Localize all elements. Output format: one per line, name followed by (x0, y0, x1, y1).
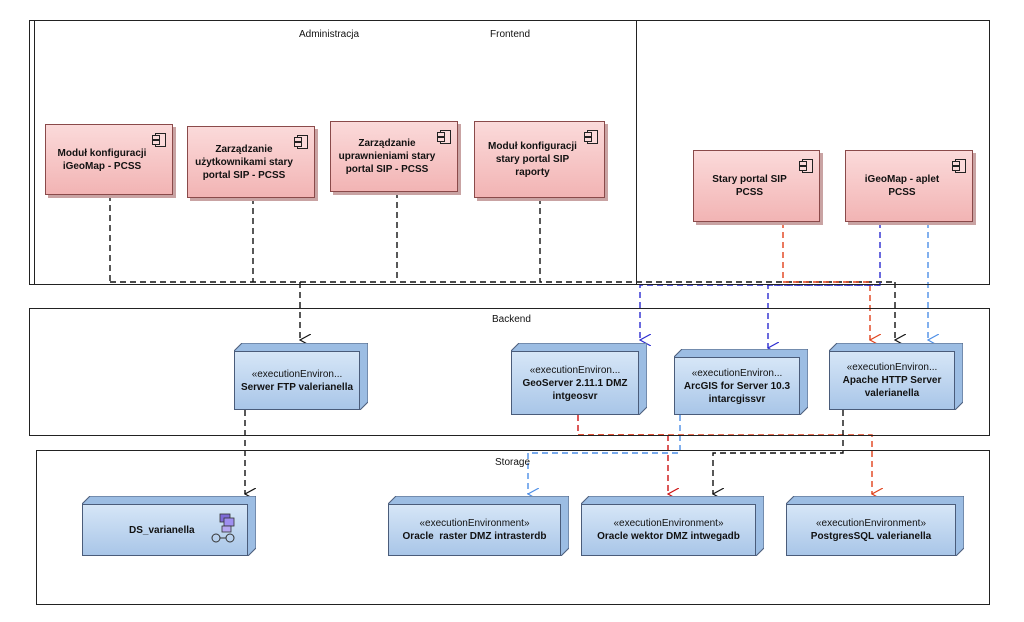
node-serwer-ftp[interactable]: «executionEnviron...Serwer FTP valeriane… (234, 343, 368, 410)
component-modul-konfiguracji-igeomap[interactable]: Moduł konfiguracji iGeoMap - PCSS (45, 124, 173, 195)
component-icon (799, 159, 813, 173)
node-stereotype: «executionEnvironment» (419, 518, 530, 529)
connector-apache-wektor (713, 410, 844, 494)
component-label: Zarządzanie uprawnieniami stary portal S… (338, 138, 436, 175)
node-stereotype: «executionEnvironment» (613, 518, 724, 529)
node-name: ArcGIS for Server 10.3 intarcgissvr (683, 380, 791, 405)
node-stereotype: «executionEnvironment» (815, 518, 927, 529)
component-igeomap-aplet[interactable]: iGeoMap - aplet PCSS (845, 150, 973, 222)
datastore-ds-varianella[interactable]: DS_varianella (82, 496, 256, 556)
component-stary-portal-sip[interactable]: Stary portal SIP PCSS (693, 150, 820, 222)
component-label: Stary portal SIP PCSS (712, 174, 787, 198)
connector-aplet-arcgis (768, 284, 880, 348)
node-name: Apache HTTP Server valerianella (842, 375, 942, 399)
component-icon (952, 159, 966, 173)
node-name: GeoServer 2.11.1 DMZ intgeosvr (522, 377, 628, 402)
component-label: iGeoMap - aplet PCSS (864, 174, 940, 198)
component-icon (584, 130, 598, 144)
node-stereotype: «executionEnviron... (251, 368, 343, 380)
node-stereotype: «executionEnviron... (846, 362, 938, 373)
node-oracle-wektor[interactable]: «executionEnvironment» Oracle wektor DMZ … (581, 496, 764, 556)
component-icon (294, 135, 308, 149)
datastore-icon (211, 513, 235, 543)
connector-c4-bus (539, 198, 895, 283)
zone-label-backend: Backend (492, 314, 531, 325)
zone-backend (29, 308, 990, 436)
node-name: Serwer FTP valerianella (240, 381, 354, 393)
zone-label-administracja: Administracja (299, 29, 360, 40)
component-icon (437, 130, 451, 144)
node-name: Oracle raster DMZ intrasterdb (402, 531, 547, 542)
connector-aplet-geoserver (640, 222, 881, 340)
node-name: PostgresSQL valerianella (810, 531, 932, 542)
node-arcgis[interactable]: «executionEnviron...ArcGIS for Server 10… (674, 349, 808, 415)
node-stereotype: «executionEnviron... (691, 367, 783, 379)
component-zarzadzanie-uprawnieniami[interactable]: Zarządzanie uprawnieniami stary portal S… (330, 121, 458, 192)
node-oracle-raster[interactable]: «executionEnvironment» Oracle raster DMZ … (388, 496, 569, 556)
component-zarzadzanie-uzytkownikami[interactable]: Zarządzanie użytkownikami stary portal S… (187, 126, 315, 198)
datastore-name: DS_varianella (129, 524, 195, 536)
node-geoserver[interactable]: «executionEnviron...GeoServer 2.11.1 DMZ… (511, 343, 647, 415)
zone-label-frontend: Frontend (490, 29, 531, 40)
zone-storage (36, 450, 990, 605)
node-postgressql[interactable]: «executionEnvironment» PostgresSQL valeri… (786, 496, 964, 556)
node-stereotype: «executionEnviron... (529, 364, 621, 376)
component-icon (152, 133, 166, 147)
node-apache[interactable]: «executionEnviron... Apache HTTP Server v… (829, 343, 963, 410)
node-name: Oracle wektor DMZ intwegadb (597, 531, 740, 542)
connector-arc-raster (528, 415, 681, 494)
component-label: Zarządzanie użytkownikami stary portal S… (195, 143, 293, 181)
component-modul-konfiguracji-raporty[interactable]: Moduł konfiguracji stary portal SIP rapo… (474, 121, 605, 198)
component-label: Moduł konfiguracji stary portal SIP rapo… (488, 141, 577, 178)
connector-stary-apache (782, 222, 870, 340)
zone-label-storage: Storage (495, 457, 531, 468)
zone-administracja (34, 20, 637, 285)
component-label: Moduł konfiguracji iGeoMap - PCSS (57, 147, 147, 172)
